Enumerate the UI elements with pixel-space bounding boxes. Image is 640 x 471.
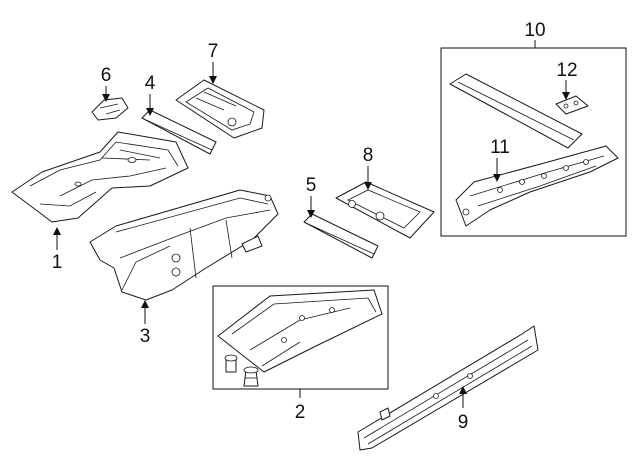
- callout-labels: 1 2 3 4 5 6 7 8 9 10 11 12: [52, 20, 578, 433]
- callout-3: 3: [140, 326, 151, 347]
- callout-8: 8: [363, 145, 374, 166]
- callout-9: 9: [458, 412, 469, 433]
- leader-lines: [53, 40, 570, 408]
- callout-11: 11: [490, 137, 510, 158]
- callout-2: 2: [295, 402, 306, 423]
- plate-part-12: [555, 95, 589, 115]
- fastener-clip: [243, 366, 259, 387]
- callout-6: 6: [101, 65, 112, 86]
- callout-4: 4: [145, 73, 156, 94]
- center-tunnel-part-3: [89, 189, 279, 301]
- floor-panel-part-7: [175, 79, 265, 139]
- rear-rail-part-11: [455, 145, 619, 227]
- front-floor-pan-part-1: [11, 131, 189, 223]
- callout-12: 12: [556, 60, 577, 81]
- callout-7: 7: [208, 41, 219, 62]
- rocker-sill-part-9: [357, 325, 539, 451]
- callout-5: 5: [306, 175, 317, 196]
- floor-pan-part-2: [217, 289, 383, 373]
- crossmember-part-5: [303, 213, 379, 259]
- rail-part-10: [449, 73, 583, 149]
- fastener-bolt: [224, 354, 238, 373]
- callout-1: 1: [52, 252, 63, 273]
- parts-group-box-2: [212, 285, 389, 390]
- small-bracket-part-6: [91, 97, 129, 121]
- callout-10: 10: [524, 20, 545, 41]
- parts-group-box-10: [440, 47, 627, 237]
- floor-panel-part-8: [335, 181, 435, 239]
